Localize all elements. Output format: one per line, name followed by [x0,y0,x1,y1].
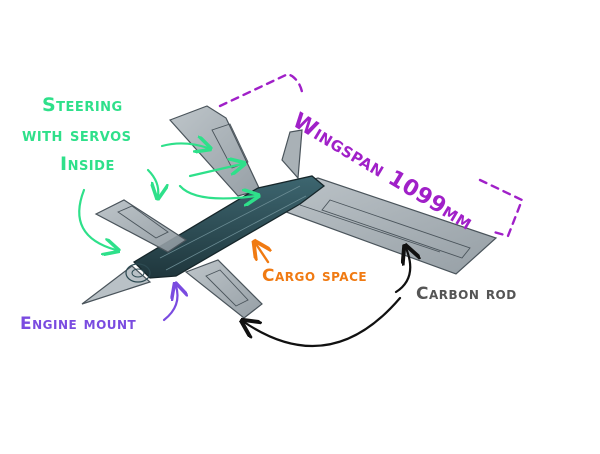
tail-fin [282,130,302,178]
carbon-rod-label: Carbon rod [416,286,517,303]
steering-label-line2: with servos [22,126,132,145]
steering-label-line1: Steering [42,96,123,115]
cargo-label: Cargo space [262,268,367,285]
canard-left [96,200,186,252]
engine-arrow [164,286,178,320]
nose-cone [82,266,150,304]
carbon-arrow-left [244,298,400,346]
engine-mount-label: Engine mount [20,316,136,333]
main-wing-left [170,106,260,196]
steering-label-line3: Inside [60,155,115,174]
canard-right [186,260,262,318]
cargo-arrow [256,244,268,262]
steering-arrow-3 [148,170,158,196]
